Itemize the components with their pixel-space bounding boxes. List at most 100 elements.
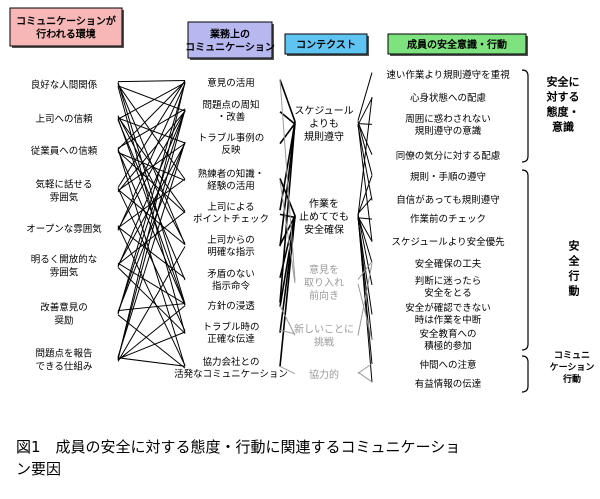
act-label: 有益情報の伝達 — [415, 378, 482, 390]
act-label: 規則・手順の遵守 — [410, 171, 486, 183]
env-label: 良好な人間関係 — [31, 79, 98, 91]
group-label: 対する — [546, 90, 580, 104]
connection-line — [117, 305, 186, 361]
biz-label: 矛盾のない — [207, 268, 255, 280]
connection-line — [357, 97, 373, 126]
biz-label: トラブル時の — [202, 321, 259, 333]
connection-line — [117, 115, 186, 244]
connection-line — [117, 83, 186, 231]
header-label: コミュニケーションが — [16, 15, 117, 28]
env-label: 明るく開放的な — [31, 254, 98, 266]
header-box — [387, 33, 527, 55]
env-label: 気軽に話せる — [35, 179, 92, 191]
connection-line — [117, 331, 186, 360]
connection-line — [117, 143, 186, 266]
header-label: コミュニケーション — [185, 42, 275, 54]
ctx-label: 止めてでも — [299, 211, 349, 223]
connection-line — [117, 314, 186, 369]
act-node: 同僚の気分に対する配慮 — [396, 150, 501, 162]
act-label: スケジュールより安全優先 — [391, 236, 505, 248]
biz-node: 問題点の周知・改善 — [202, 99, 259, 123]
biz-label: 経験の活用 — [207, 180, 255, 192]
connection-line — [357, 123, 373, 125]
ctx-label: 新しいことに — [294, 323, 354, 336]
connection-line — [279, 79, 296, 122]
connection-line — [117, 109, 186, 359]
act-label: 積極的参加 — [424, 340, 472, 352]
connection-line — [117, 142, 186, 312]
connection-line — [117, 82, 186, 315]
connection-line — [279, 178, 296, 216]
env-label: できる仕組み — [36, 361, 93, 373]
act-node: 有益情報の伝達 — [415, 378, 482, 390]
ctx-label: よりも — [309, 118, 339, 130]
connection-line — [357, 197, 373, 214]
act-label: 安全をとる — [424, 287, 472, 299]
connection-line — [117, 108, 186, 149]
group-label: 全 — [568, 254, 581, 268]
connection-line — [357, 215, 373, 263]
connection-line — [117, 211, 186, 265]
connection-line — [117, 150, 186, 214]
connection-line — [117, 116, 186, 212]
ctx-label: 挑戦 — [314, 336, 334, 349]
env-label: 従業員への信頼 — [31, 145, 98, 157]
group-label: 行 — [568, 269, 580, 283]
connection-line — [117, 187, 186, 332]
node-labels: 良好な人間関係上司への信頼従業員への信頼気軽に話せる雰囲気オープンな雰囲気明るく… — [26, 69, 510, 390]
connection-line — [279, 365, 296, 375]
biz-node: 方針の浸透 — [207, 300, 255, 312]
biz-label: 意見の活用 — [207, 77, 255, 89]
act-label: 同僚の気分に対する配慮 — [396, 150, 501, 162]
connection-line — [279, 79, 296, 281]
connection-line — [357, 371, 373, 383]
act-label: 時は作業を中断 — [415, 314, 482, 326]
connection-line — [117, 357, 186, 367]
connection-line — [117, 109, 186, 314]
biz-label: 上司からの — [207, 235, 255, 246]
connection-line — [357, 283, 373, 341]
env-node: 上司への信頼 — [35, 113, 93, 125]
connection-line — [117, 189, 186, 246]
act-node: 心身状態への配慮 — [410, 92, 487, 104]
header-label: 業務上の — [209, 28, 250, 41]
env-label: 雰囲気 — [50, 192, 79, 204]
env-node: 従業員への信頼 — [31, 145, 98, 157]
act-label: 速い作業より規則遵守を重視 — [386, 69, 510, 81]
env-label: 奨励 — [54, 315, 73, 327]
connection-line — [357, 263, 373, 336]
header-label: 成員の安全意識・行動 — [407, 38, 507, 51]
connection-line — [117, 110, 186, 267]
biz-label: トラブル事例の — [198, 132, 265, 144]
connection-line — [357, 363, 373, 374]
caption-line: ン要因 — [16, 460, 61, 478]
act-node: 速い作業より規則遵守を重視 — [386, 69, 510, 81]
group-bracket — [521, 169, 529, 351]
env-label: 上司への信頼 — [35, 113, 93, 125]
connection-line — [357, 217, 373, 220]
connection-line — [117, 303, 186, 312]
group-g1: 安全に対する態度・意識 — [521, 69, 580, 163]
biz-label: ポイントチェック — [193, 214, 269, 225]
group-label: 行動 — [562, 373, 581, 385]
biz-label: 方針の浸透 — [207, 300, 255, 312]
header-label: コンテクスト — [296, 39, 356, 51]
act-node: 仲間への注意 — [419, 359, 476, 371]
